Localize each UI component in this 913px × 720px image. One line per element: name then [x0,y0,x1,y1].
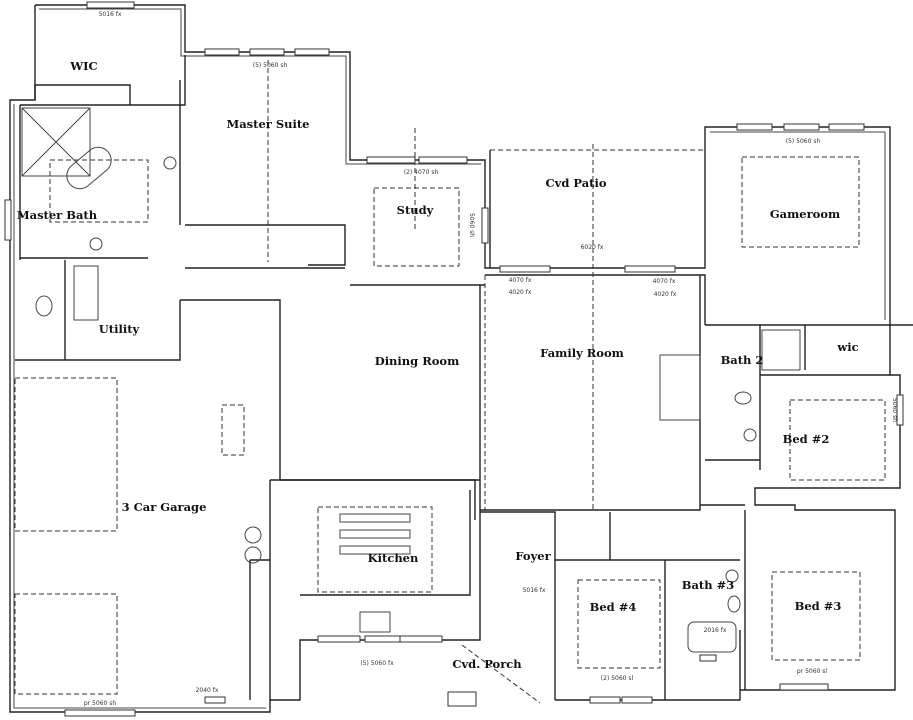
windows [4,1,904,717]
exterior-walls [9,4,913,713]
toilet [727,595,741,613]
water-heater [244,526,262,544]
room-label-cvd-porch: Cvd. Porch [452,657,522,671]
window-tag: (2) 4070 sh [404,169,439,176]
dashed-lines [14,60,886,704]
room-label-wic-bed2: wic [836,340,858,354]
washer-dryer [73,265,99,321]
room-label-wic: WIC [69,59,97,73]
window-tag: (2) 5060 sl [601,675,634,682]
water-heater [244,546,262,564]
window-tag: 2016 fx [704,627,727,634]
toilet [35,295,53,317]
window-tag: 4020 fx [509,289,532,296]
toilet [734,391,752,405]
room-label-dining-room: Dining Room [375,354,460,368]
window-tag: 4070 fx [653,278,676,285]
bathtub [66,146,112,190]
room-label-master-suite: Master Suite [226,117,309,131]
room-label-kitchen: Kitchen [368,551,419,565]
room-label-bed-4: Bed #4 [590,600,637,614]
interior-walls [15,55,890,700]
window-tag: 5060 sh [891,398,898,422]
room-label-utility: Utility [99,322,140,336]
room-label-master-bath: Master Bath [17,208,98,222]
room-label-bed-3: Bed #3 [795,599,842,613]
room-label-garage: 3 Car Garage [122,500,207,514]
window-tag: (5) 5060 sh [253,62,288,69]
window-tag: 2040 fx [196,687,219,694]
shower [761,329,801,371]
room-label-bath-2: Bath 2 [721,353,764,367]
window-tag: 4020 fx [654,291,677,298]
window-tag: 5016 fx [523,587,546,594]
room-label-family-room: Family Room [540,346,624,360]
window-tag: pr 5060 sl [797,668,827,675]
room-label-foyer: Foyer [515,549,551,563]
room-label-gameroom: Gameroom [770,207,840,221]
fixtures [21,107,801,653]
kitchen-sink [359,611,391,633]
room-label-bed-2: Bed #2 [783,432,830,446]
sink [89,237,103,251]
room-label-bath-3: Bath #3 [682,578,735,592]
room-label-cvd-patio: Cvd Patio [545,176,606,190]
window-tag: 5060 sh [468,213,475,237]
window-tag: (5) 5060 fx [360,660,394,667]
bathtub [687,621,737,653]
sink [743,428,757,442]
sink [725,569,739,583]
room-label-study: Study [397,203,434,217]
window-tag: (5) 5060 sh [786,138,821,145]
window-tag: 4070 fx [509,277,532,284]
fireplace [659,354,701,421]
shower [21,107,91,177]
window-tag: pr 5060 sh [84,700,116,707]
sink [163,156,177,170]
window-tag: 5016 fx [99,11,122,18]
window-tag: 6020 fx [581,244,604,251]
